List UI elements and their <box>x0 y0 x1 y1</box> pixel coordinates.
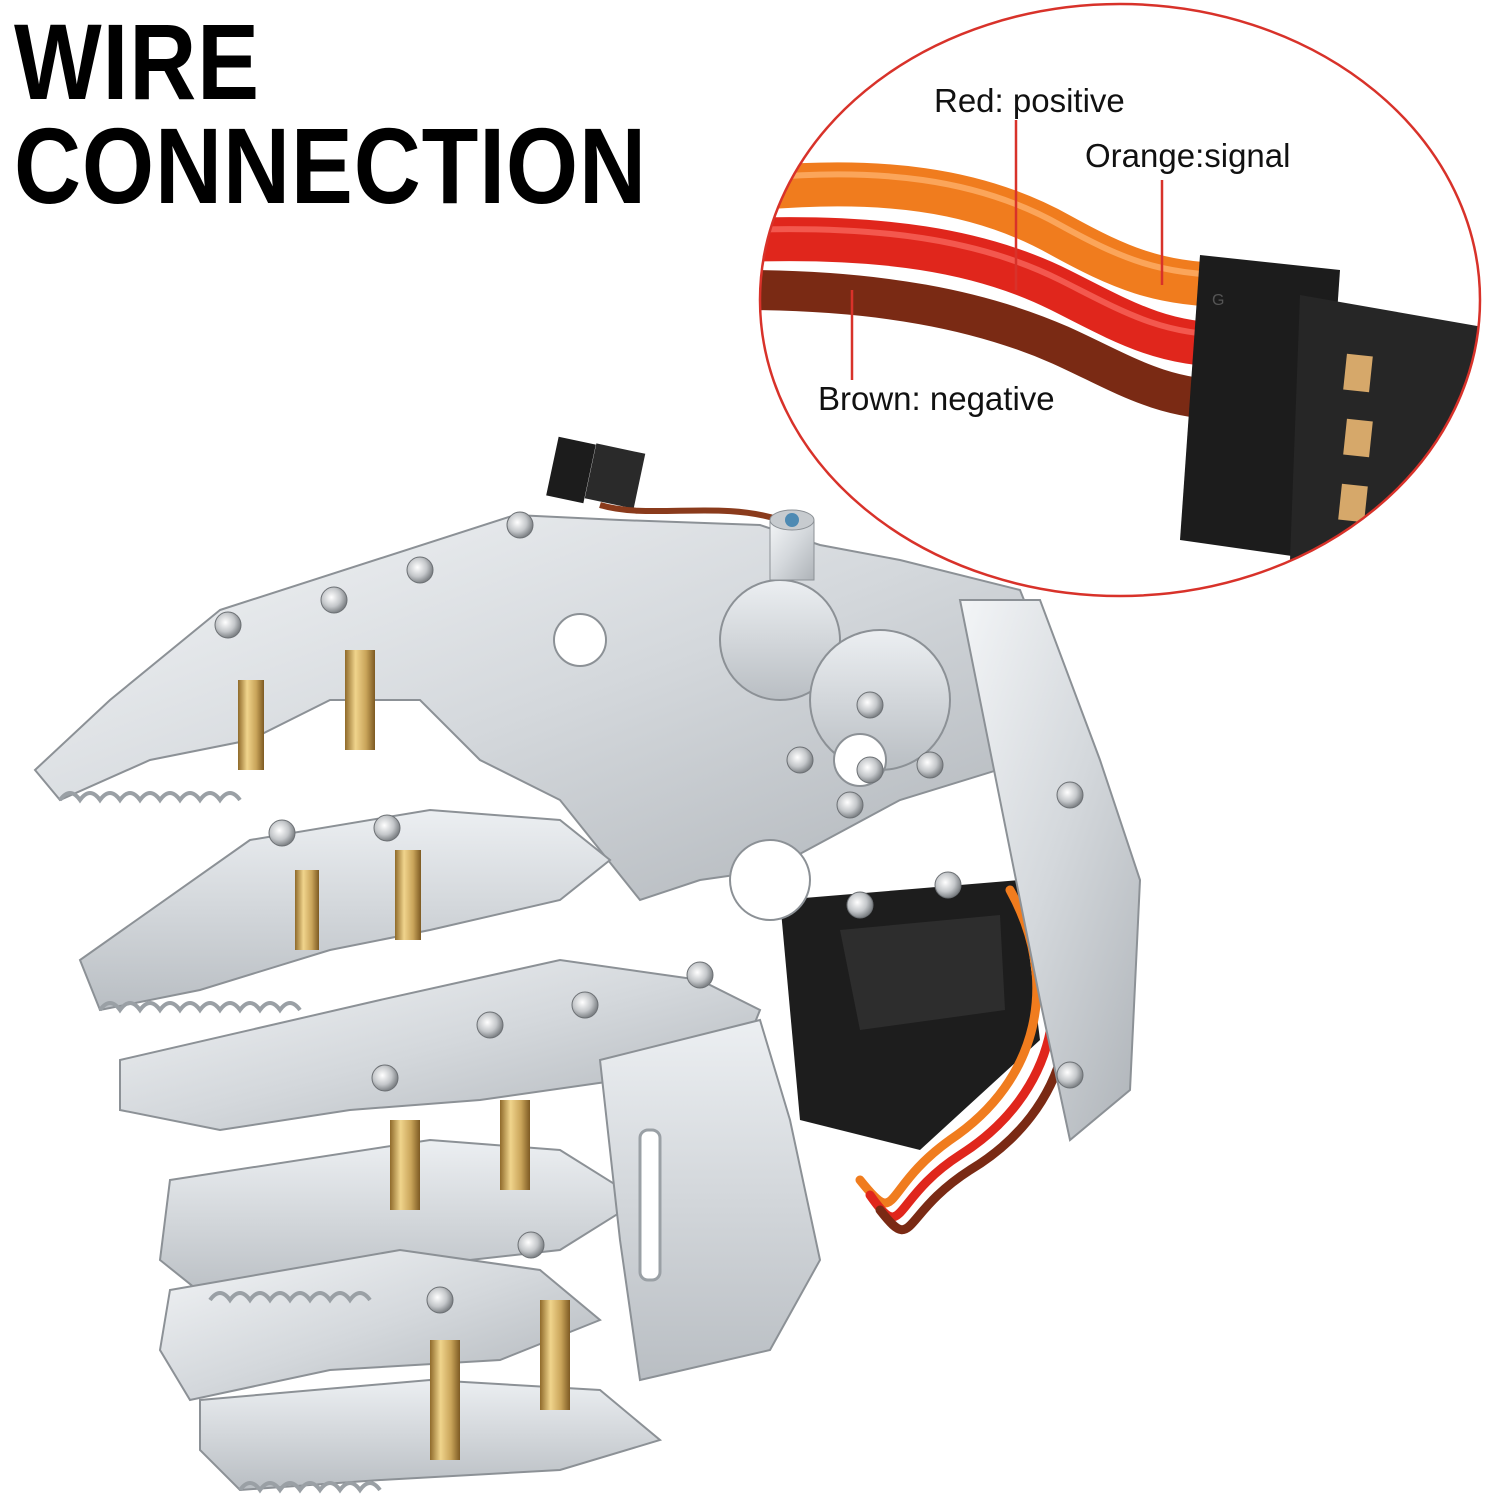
servo-motor <box>780 880 1040 1150</box>
wire-callout: G <box>758 2 1482 598</box>
side-bracket <box>598 1018 822 1382</box>
bracket-slot <box>638 1128 662 1282</box>
middle-finger-plate <box>78 808 612 1012</box>
page-title: WIRE CONNECTION <box>14 1 647 226</box>
bottom-finger-plate-2 <box>158 1248 602 1402</box>
servo-plug-small <box>546 436 781 523</box>
red-wire-label: Red: positive <box>934 82 1125 119</box>
brown-wire-label: Brown: negative <box>818 380 1055 417</box>
title-line-2: CONNECTION <box>14 105 647 226</box>
top-nut <box>769 509 815 581</box>
right-side-plate <box>958 599 1142 1142</box>
title-line-1: WIRE <box>14 1 260 122</box>
red-wire <box>760 217 1231 367</box>
orange-wire-label: Orange:signal <box>1085 137 1291 174</box>
callout-ring <box>758 2 1482 598</box>
gripper-claw <box>33 436 1142 1494</box>
brown-wire <box>760 270 1231 420</box>
screws <box>214 511 1084 1314</box>
serrated-edges <box>58 791 382 1494</box>
svg-text:G: G <box>1212 292 1224 309</box>
